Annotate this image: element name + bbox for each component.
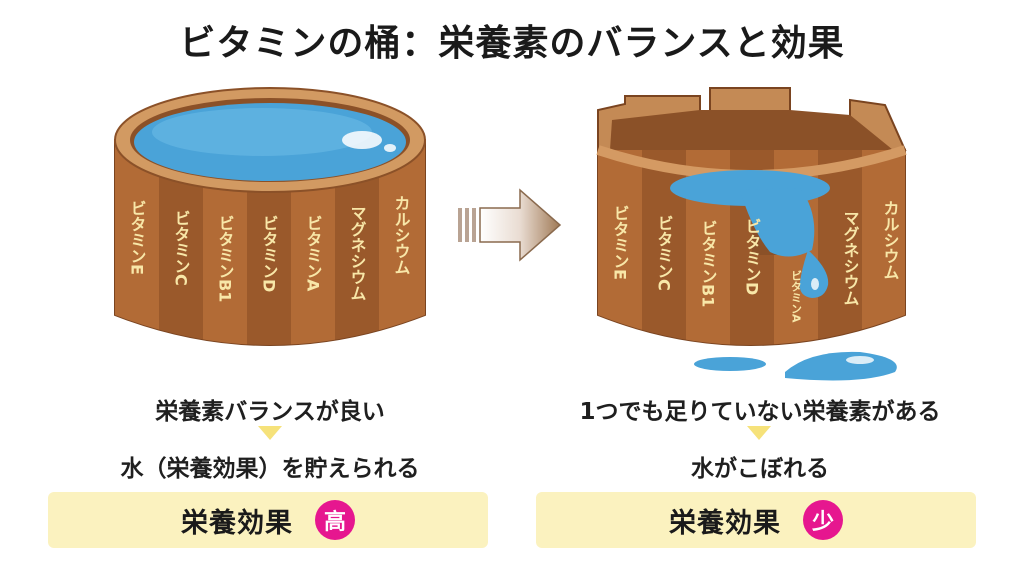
result-badge: 高 [315,500,355,540]
result-label: 栄養効果 [181,507,293,539]
broken-barrel [596,87,907,381]
stave-label: ビタミンC [172,210,191,286]
stave-label: ビタミンA [304,215,323,292]
full-barrel [114,87,426,346]
page-title: ビタミンの桶：栄養素のバランスと効果 [179,23,845,64]
result-label: 栄養効果 [669,507,781,539]
down-triangle-icon [258,426,282,440]
stave-label: ビタミンB1 [216,215,235,302]
stave-label: マグネシウム [348,205,367,301]
right-result-box: 栄養効果 少 [536,492,976,548]
stave-label: カルシウム [392,195,411,275]
stave-label: マグネシウム [841,210,860,306]
right-caption-bottom: 水がこぼれる [691,456,829,482]
stave-label: ビタミンA [790,270,803,323]
stave-label: ビタミンE [611,205,630,280]
result-badge: 少 [803,500,843,540]
stave-label: ビタミンE [128,200,147,275]
left-caption-bottom: 水（栄養効果）を貯えられる [120,456,420,482]
left-result-box: 栄養効果 高 [48,492,488,548]
stave-label: ビタミンD [260,215,279,292]
stave-label: ビタミンC [655,215,674,291]
left-caption-top: 栄養素バランスが良い [155,399,385,425]
down-triangle-icon [747,426,771,440]
stave-label: カルシウム [881,200,900,280]
stave-label: ビタミンD [743,218,762,295]
right-caption-top: 1つでも足りていない栄養素がある [579,399,941,425]
arrow-icon [458,188,562,262]
water-puddle [694,357,766,371]
stave-label: ビタミンB1 [699,220,718,307]
